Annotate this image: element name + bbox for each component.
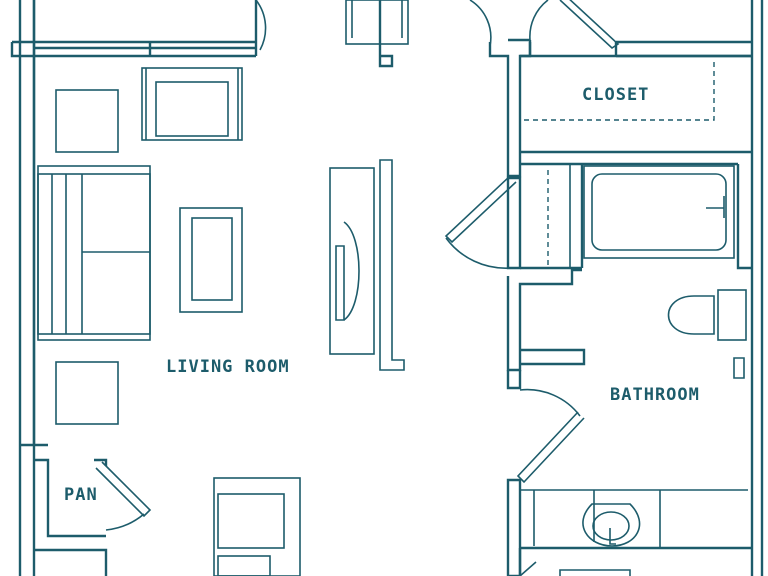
tv bbox=[335, 245, 345, 321]
linen-cabinet bbox=[519, 163, 571, 269]
toilet-tank bbox=[717, 289, 747, 341]
living-room-furniture bbox=[37, 0, 409, 576]
door-leaf bbox=[519, 561, 537, 576]
bathtub bbox=[583, 165, 735, 259]
sink bbox=[582, 503, 641, 547]
room-label-pantry: PAN bbox=[64, 485, 98, 505]
door-swing bbox=[519, 388, 581, 417]
doors bbox=[95, 0, 620, 576]
door-swing bbox=[469, 0, 492, 47]
faucet bbox=[706, 196, 725, 218]
room-label-bathroom: BATHROOM bbox=[610, 385, 700, 405]
room-labels: CLOSET LIVING ROOM BATHROOM PAN bbox=[64, 85, 700, 505]
kitchen-counter bbox=[213, 477, 301, 576]
bathroom-fixtures bbox=[519, 163, 748, 576]
wall-partition bbox=[379, 159, 405, 371]
vanity bbox=[520, 489, 748, 548]
toilet-paper-holder bbox=[733, 357, 745, 379]
door-swing bbox=[105, 513, 145, 531]
sink-basin bbox=[592, 511, 630, 541]
cabinet bbox=[345, 0, 409, 45]
appliance bbox=[217, 555, 271, 576]
door-swing bbox=[445, 237, 511, 269]
door-leaf bbox=[559, 0, 620, 50]
closet bbox=[524, 60, 715, 121]
coffee-table bbox=[179, 207, 243, 313]
door-leaf bbox=[516, 411, 585, 484]
room-label-closet: CLOSET bbox=[582, 85, 649, 105]
sofa bbox=[37, 165, 151, 341]
armchair bbox=[141, 67, 243, 141]
tv-console bbox=[329, 167, 375, 355]
door-swing bbox=[529, 0, 549, 41]
vanity-panel bbox=[533, 490, 595, 546]
door-swing bbox=[255, 0, 267, 51]
side-table bbox=[55, 361, 119, 425]
closet-walls bbox=[520, 54, 752, 154]
toilet-bowl bbox=[667, 295, 715, 335]
door-leaf bbox=[95, 461, 152, 518]
room-label-living-room: LIVING ROOM bbox=[166, 357, 290, 377]
bathtub-basin bbox=[591, 173, 727, 251]
appliance bbox=[217, 493, 285, 549]
closet-rod bbox=[524, 60, 715, 121]
sink-faucet bbox=[609, 528, 616, 545]
tv-screen bbox=[343, 221, 360, 321]
door-leaf bbox=[444, 175, 517, 244]
side-table bbox=[55, 89, 119, 153]
